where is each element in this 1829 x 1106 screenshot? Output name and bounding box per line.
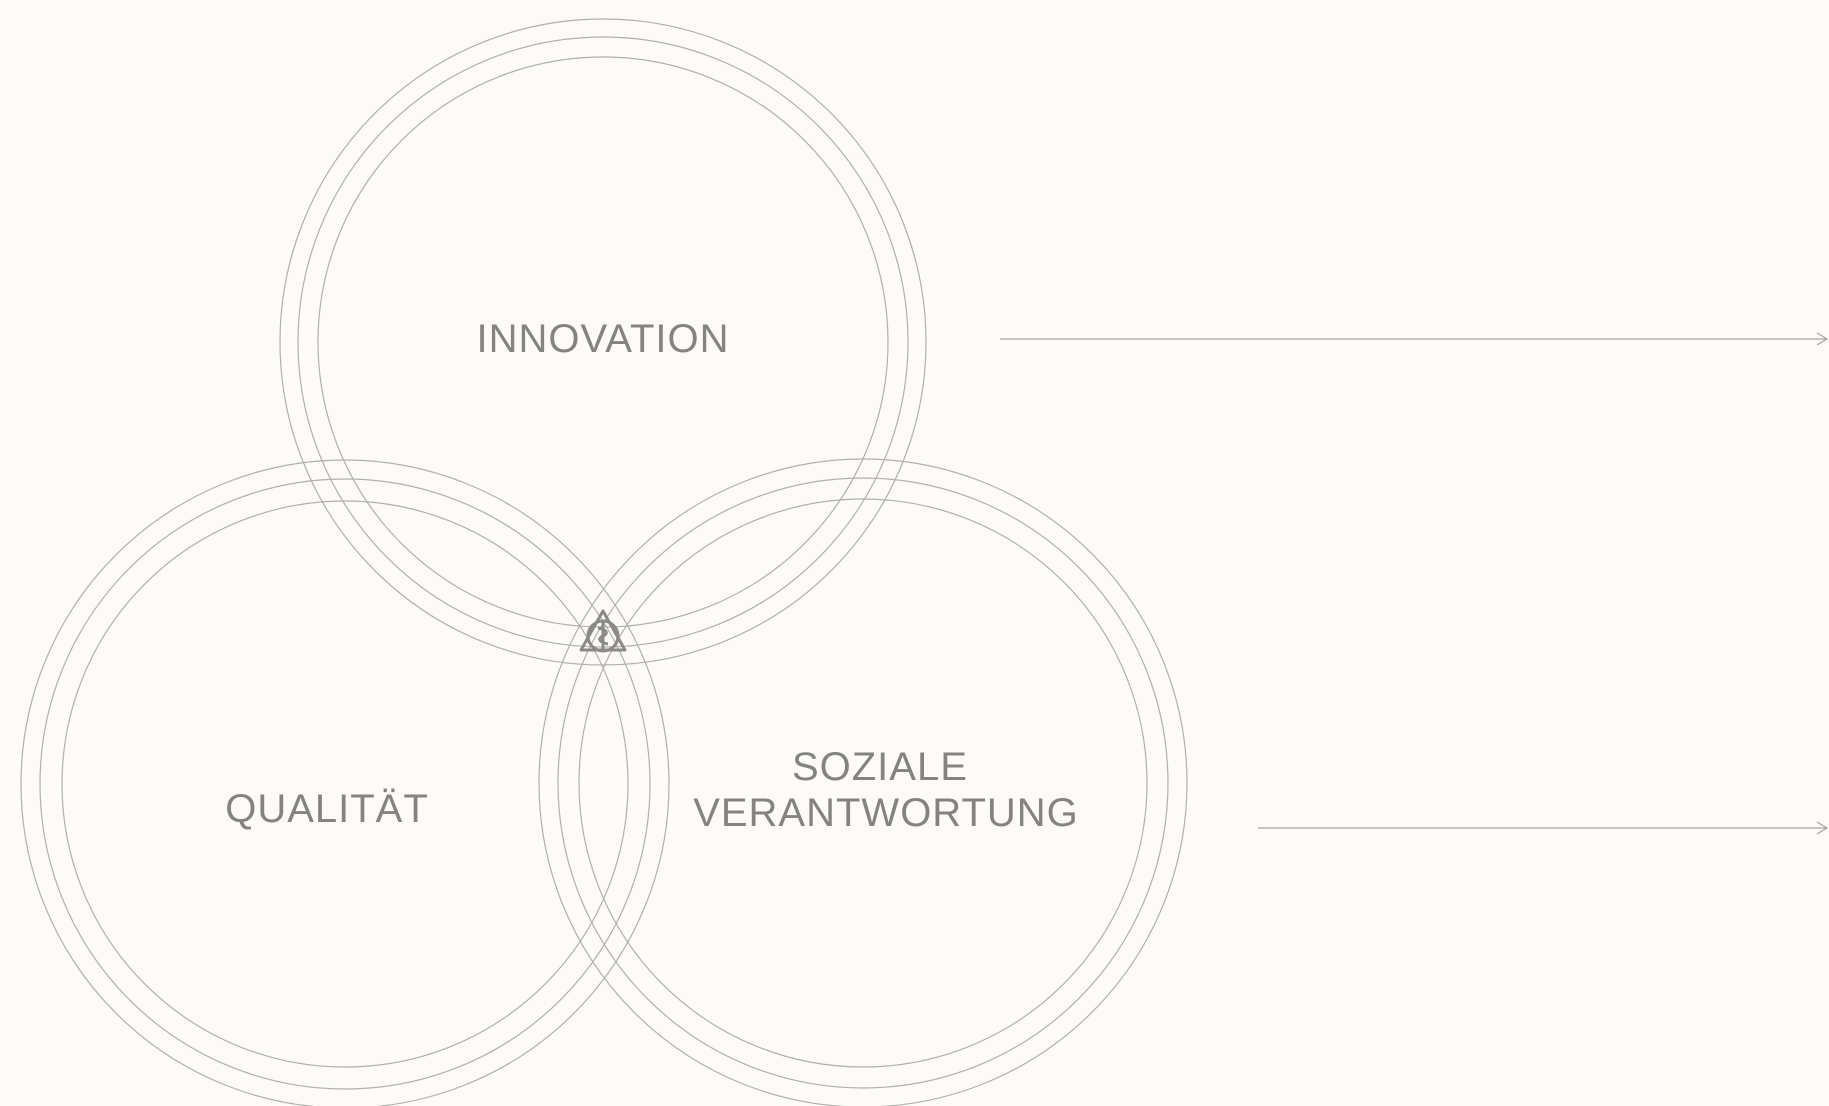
arrow-from-innovation (1000, 332, 1829, 346)
triangle-circle-caduceus-emblem-icon (579, 609, 627, 653)
arrow-from-soziale-verantwortung (1258, 821, 1829, 835)
qualitaet-label: QUALITÄT (225, 787, 429, 831)
soziale-ring-outer (538, 458, 1188, 1106)
qualitaet-ring-inner (61, 500, 629, 1068)
soziale-label-line-2: VERANTWORTUNG (693, 791, 1079, 835)
innovation-label: INNOVATION (477, 317, 730, 361)
soziale-ring-inner (578, 498, 1148, 1068)
soziale-ring-middle (557, 477, 1169, 1089)
circle-qualitaet: QUALITÄT (20, 459, 670, 1106)
qualitaet-ring-outer (20, 459, 670, 1106)
soziale-label: SOZIALE VERANTWORTUNG (693, 745, 1079, 835)
soziale-label-line-1: SOZIALE (792, 745, 968, 789)
arrow-head-icon (1816, 332, 1829, 346)
circle-innovation: INNOVATION (279, 18, 927, 666)
innovation-ring-outer (279, 18, 927, 666)
arrow-head-icon (1816, 821, 1829, 835)
circle-soziale-verantwortung: SOZIALE VERANTWORTUNG (538, 458, 1188, 1106)
qualitaet-ring-middle (39, 478, 651, 1090)
